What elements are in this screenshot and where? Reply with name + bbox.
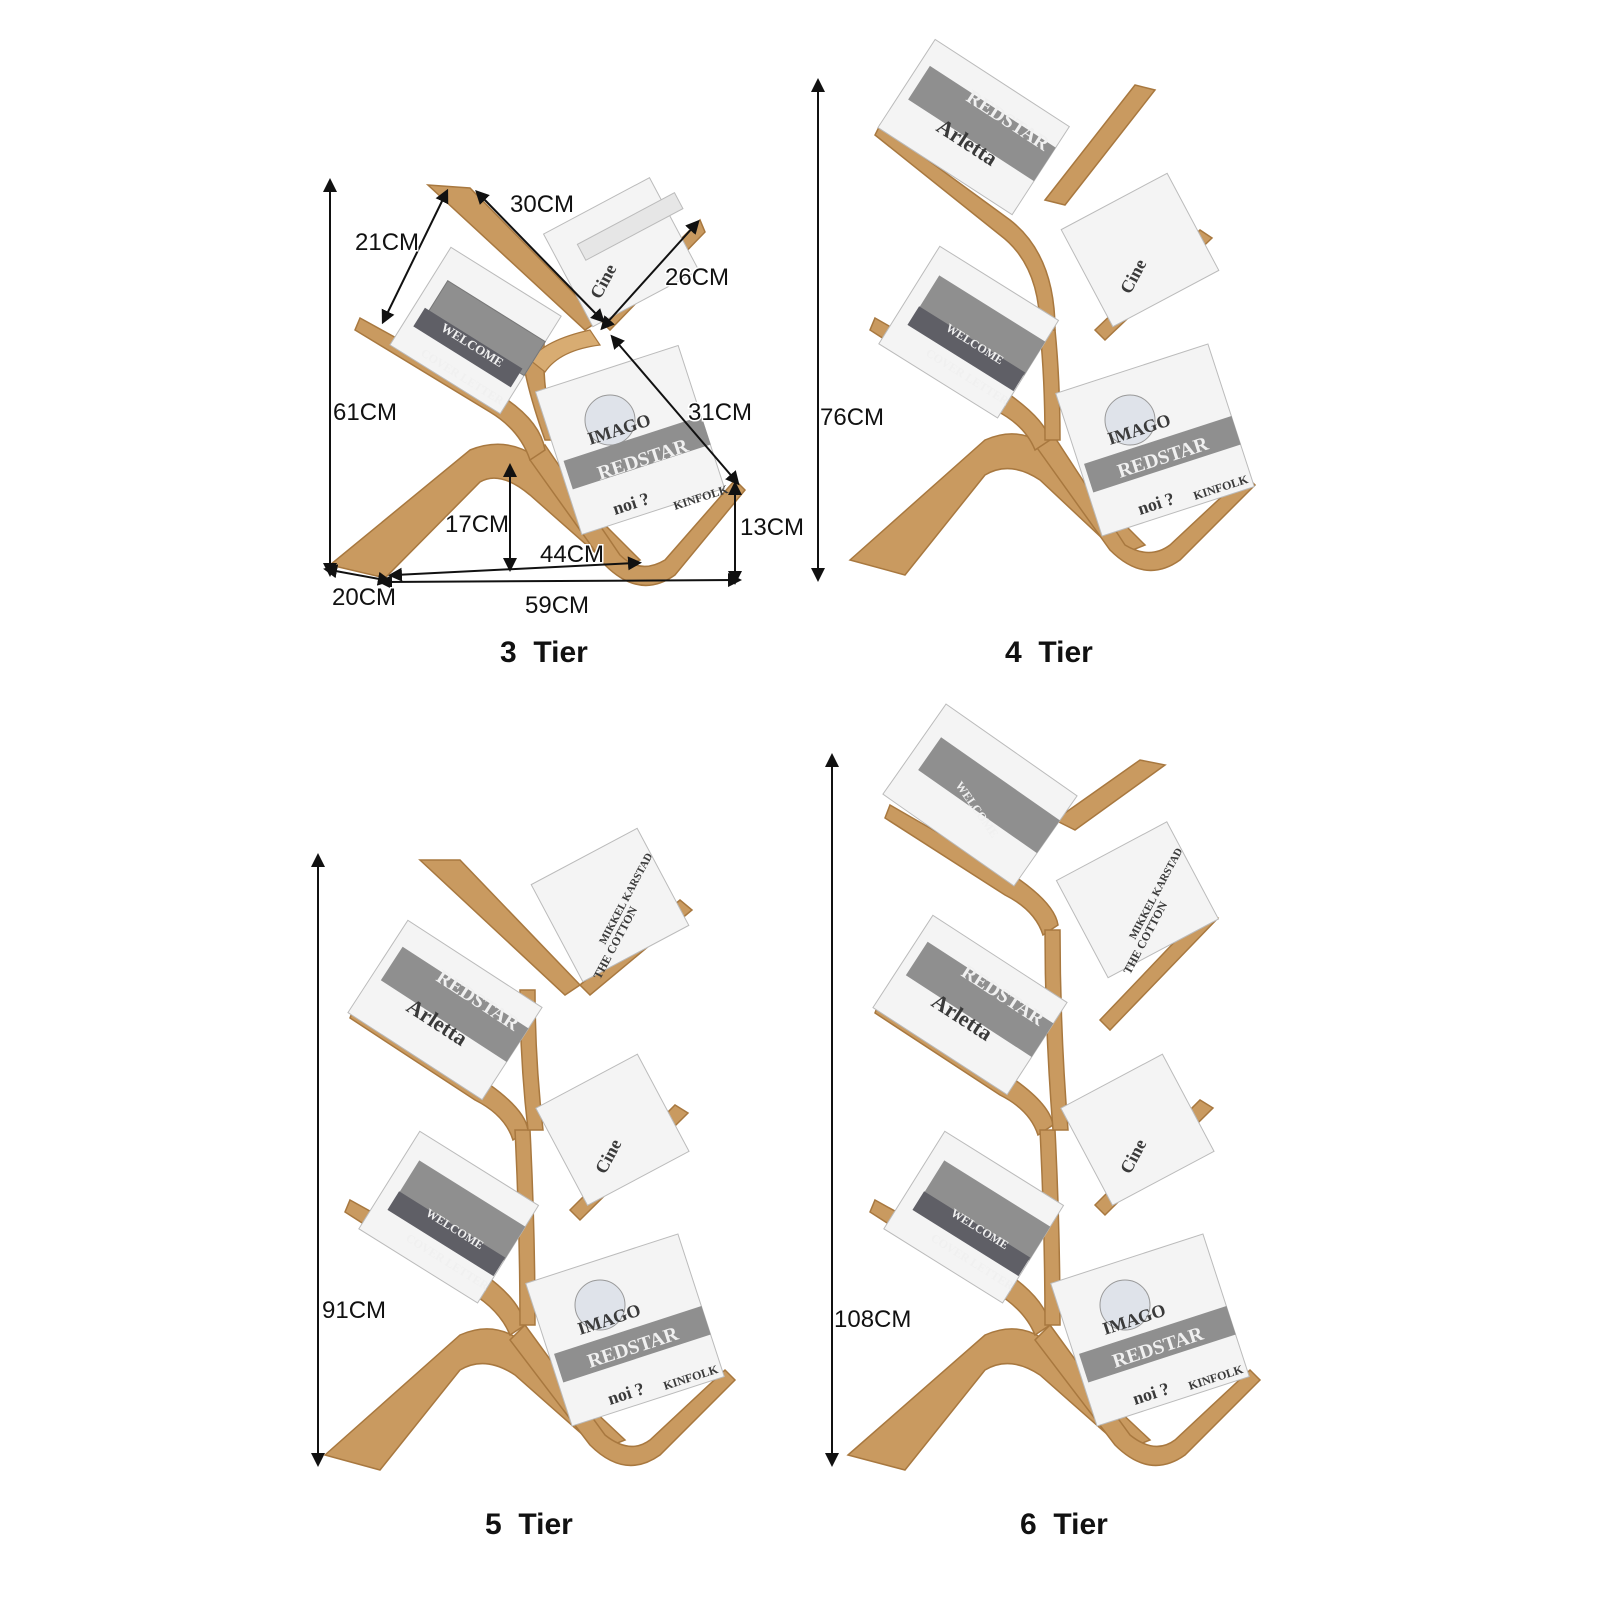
dim-31cm: 31CM: [688, 399, 752, 426]
dim-26cm: 26CM: [665, 264, 729, 291]
dim-108cm: 108CM: [834, 1306, 911, 1333]
dim-91cm: 91CM: [322, 1297, 386, 1324]
book-stack-bottom-right: IMAGO REDSTAR noi ? KINFOLK: [525, 1233, 725, 1427]
book-stack-top-left: WELCOME: [882, 703, 1078, 887]
shelf-4-tier: 76CM Arletta REDSTAR Cine WELCOME COVER …: [811, 38, 1257, 669]
book-stack-middle-upper-left: Arletta REDSTAR: [872, 914, 1068, 1096]
book-stack-upper-left: Arletta REDSTAR: [347, 919, 543, 1101]
book-stack-middle-left: WELCOME COVER LETTER: [358, 1130, 540, 1304]
book-stack-bottom-right: IMAGO REDSTAR noi ? KINFOLK: [1055, 343, 1255, 537]
dimension-lines: [323, 178, 742, 589]
dim-21cm: 21CM: [355, 229, 419, 256]
tier-label-6: 6 Tier: [1020, 1508, 1108, 1541]
dim-61cm: 61CM: [333, 399, 397, 426]
book-stack-middle-left: WELCOME COVER LETTER: [878, 245, 1060, 419]
shelf-3-tier: Cine WELCOME COVER LETTER IMAGO REDSTAR …: [323, 177, 806, 669]
tier-label-4: 4 Tier: [1005, 636, 1093, 669]
dim-30cm: 30CM: [510, 191, 574, 218]
book-stack-top-right: THE COTTON MIKKEL KARSTAD: [530, 827, 690, 983]
book-stack-upper-right: Cine: [1060, 172, 1220, 328]
dim-44cm: 44CM: [540, 541, 604, 568]
book-stack-middle-left: WELCOME COVER LETTER: [883, 1130, 1065, 1304]
tier-label-5: 5 Tier: [485, 1508, 573, 1541]
book-stack-upper-right: THE COTTON MIKKEL KARSTAD: [1055, 821, 1220, 979]
tier-label-3: 3 Tier: [500, 636, 588, 669]
shelf-5-tier: 91CM THE COTTON MIKKEL KARSTAD Arletta R…: [311, 827, 737, 1541]
shelf-6-tier: 108CM WELCOME THE COTTON MIKKEL KARSTAD …: [825, 703, 1262, 1541]
book-stack-middle-right: Cine: [1060, 1053, 1215, 1206]
dim-17cm: 17CM: [445, 511, 509, 538]
book-stack-top-left: Arletta REDSTAR: [877, 38, 1071, 216]
dim-13cm: 13CM: [740, 514, 804, 541]
book-stack-bottom-right: IMAGO REDSTAR noi ? KINFOLK: [1050, 1233, 1250, 1427]
dim-59cm: 59CM: [525, 592, 589, 619]
dim-76cm: 76CM: [820, 404, 884, 431]
dim-20cm: 20CM: [332, 584, 396, 611]
book-stack-middle-right: Cine: [535, 1053, 690, 1206]
